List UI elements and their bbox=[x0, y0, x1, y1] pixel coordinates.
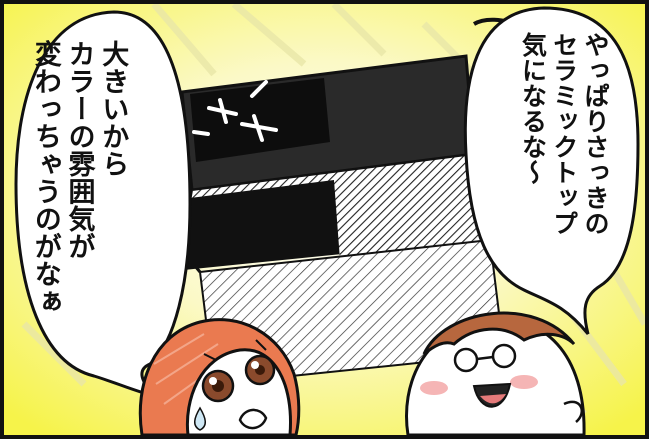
character-left bbox=[138, 318, 301, 435]
stove-illustration bbox=[164, 17, 518, 386]
blush-left bbox=[420, 381, 448, 395]
speech-bubble-right bbox=[463, 6, 640, 335]
sweat-drop bbox=[194, 406, 206, 431]
character-right bbox=[405, 311, 586, 435]
glasses-icon bbox=[453, 343, 517, 373]
blush-right bbox=[510, 375, 538, 389]
speech-text-left: 大きいから カラーの雰囲気が 変わっちゃうのがなぁ bbox=[29, 40, 129, 316]
hair bbox=[422, 311, 576, 356]
speech-text-right: やっぱりさっきの セラミックトップ 気になるな～ bbox=[518, 32, 611, 236]
comic-illustration bbox=[4, 4, 645, 435]
mouth-open bbox=[238, 408, 268, 430]
burner-marks bbox=[192, 80, 278, 142]
